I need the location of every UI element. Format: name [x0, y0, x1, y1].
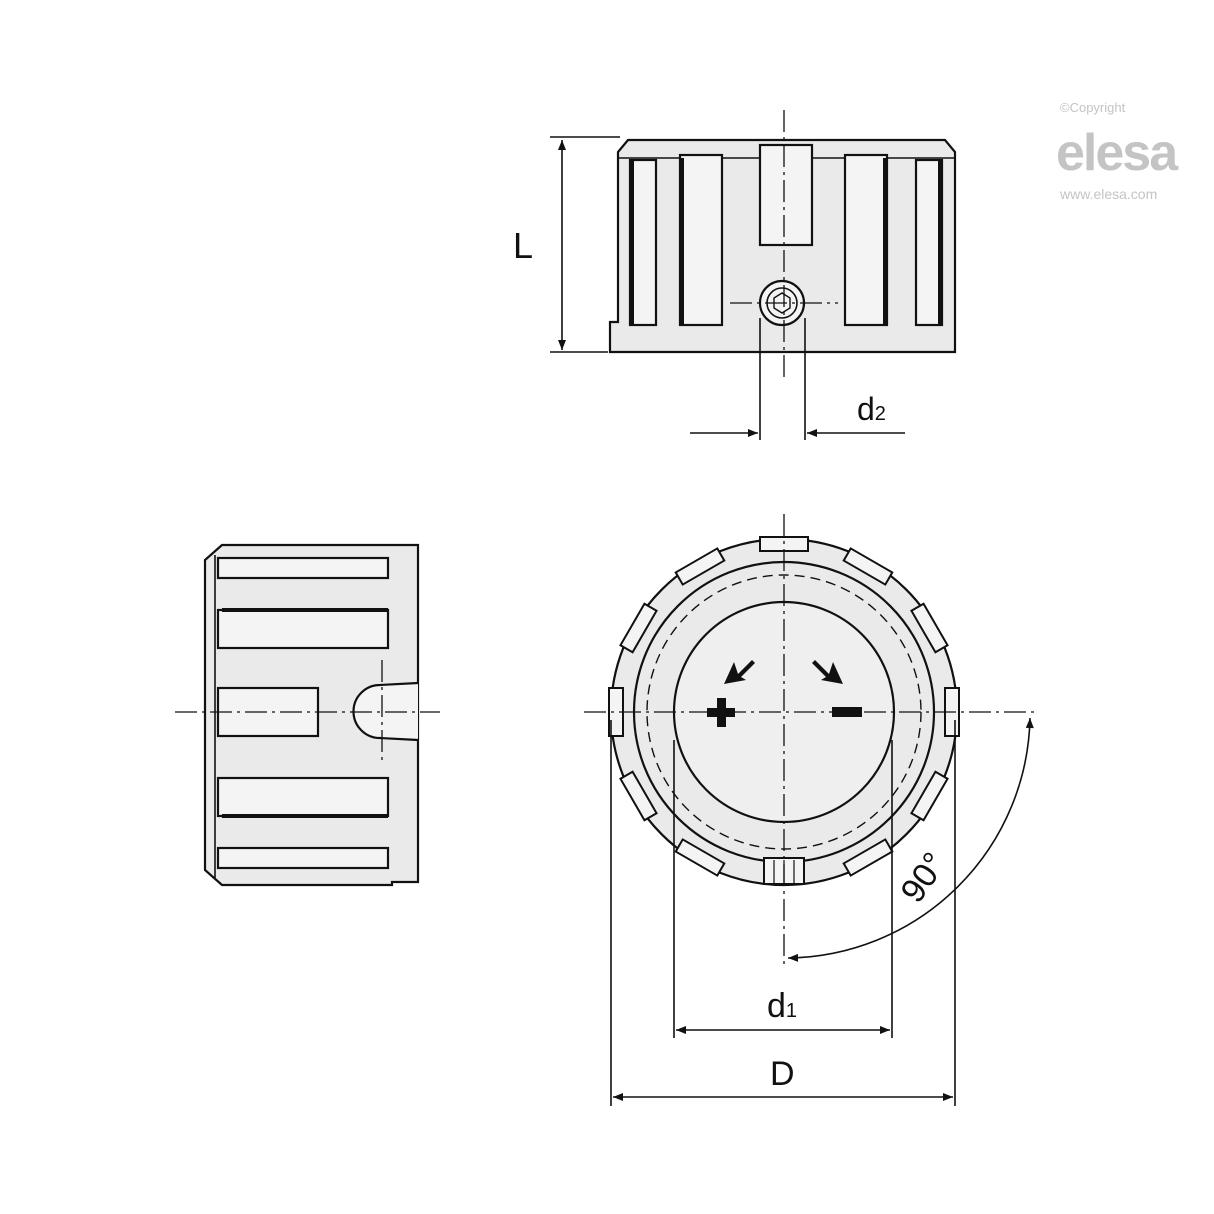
label-angle: 90° — [893, 846, 954, 910]
arrow-cw-icon — [812, 660, 843, 684]
dimension-d2 — [690, 318, 905, 440]
copyright-text: ©Copyright — [1060, 100, 1126, 115]
dimension-D — [610, 720, 956, 1106]
dimension-d1 — [673, 740, 893, 1038]
brand-logo: elesa — [1056, 124, 1179, 182]
label-L: L — [513, 225, 533, 266]
dimension-angle — [787, 717, 1034, 962]
side-view — [203, 543, 420, 887]
dimension-L — [550, 136, 620, 353]
front-view — [608, 138, 957, 354]
plan-view-centerlines — [584, 514, 1035, 965]
side-view-centerlines — [175, 660, 440, 760]
arrow-ccw-icon — [724, 660, 755, 684]
front-view-centerlines — [730, 110, 838, 380]
label-d1: d1 — [767, 987, 797, 1025]
label-d2: d2 — [857, 391, 886, 427]
label-D: D — [770, 1055, 795, 1093]
elesa-watermark: ©Copyright elesa www.elesa.com — [1056, 100, 1181, 202]
website-url: www.elesa.com — [1059, 186, 1157, 202]
